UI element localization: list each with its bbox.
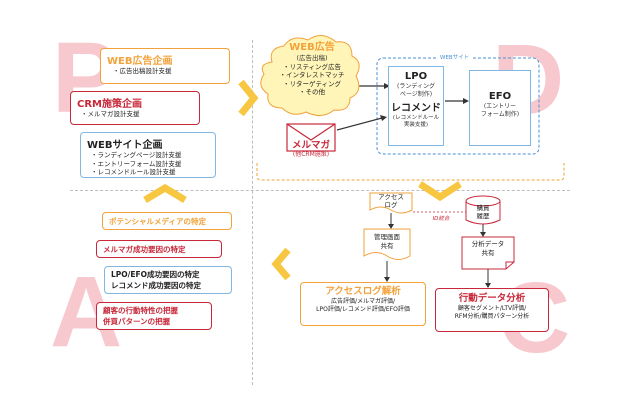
plan-website-item-2: ・エントリーフォーム設計支援 — [91, 159, 182, 168]
behavior-analysis-title: 行動データ分析 — [458, 293, 526, 304]
purchase-history-label: 購買 履歴 — [476, 204, 490, 220]
access-log-label: アクセス ログ — [378, 193, 404, 209]
act-item-4-text: 顧客の行動特性の把握 併買パターンの把握 — [103, 306, 178, 326]
access-analysis-box: アクセスログ解析 広告評価/メルマガ評価/ LPO評価/レコメンド評価/EFO評… — [300, 282, 426, 326]
act-item-1: ポテンシャルメディアの特定 — [102, 212, 232, 230]
behavior-analysis-item-2: RFM分析/購買パターン分析 — [454, 313, 530, 320]
efo-sub: (エントリー フォーム制作) — [480, 103, 520, 118]
web-ad-cloud-item-1: ・リスティング広告 — [282, 62, 342, 71]
plan-crm-item: ・メルマガ設計支援 — [81, 110, 140, 118]
cloud-shape — [260, 35, 360, 116]
purchase-history-cylinder — [465, 195, 501, 225]
web-ad-cloud-item-4: ・その他 — [299, 88, 325, 96]
web-ad-cloud-title: WEB広告 — [289, 42, 335, 53]
orange-dashed-bracket — [256, 163, 565, 181]
horizontal-separator — [70, 190, 570, 191]
id-merge-label: ID統合 — [432, 216, 450, 222]
admin-share-shape — [363, 228, 411, 260]
efo-box: EFO (エントリー フォーム制作) — [469, 70, 531, 146]
plan-website-title: WEBサイト企画 — [87, 140, 163, 151]
lpo-title: LPO — [404, 71, 428, 82]
plan-web-ad-title: WEB広告企画 — [107, 56, 173, 67]
access-analysis-item-2: LPO評価/レコメンド評価/EFO評価 — [316, 306, 410, 313]
behavior-analysis-box: 行動データ分析 顧客セグメント/LTV評価/ RFM分析/購買パターン分析 — [435, 288, 549, 332]
act-item-2-text: メルマガ成功要因の特定 — [103, 245, 186, 254]
access-analysis-item-1: 広告評価/メルマガ評価/ — [330, 298, 396, 305]
plan-website-item-3: ・レコメンドルール設計支援 — [91, 168, 176, 176]
act-item-3: LPO/EFO成功要因の特定 レコメンド成功要因の特定 — [104, 266, 232, 294]
analysis-share-label: 分析データ 共有 — [471, 240, 505, 257]
behavior-analysis-item-1: 顧客セグメント/LTV評価/ — [457, 305, 527, 312]
mail-title: メルマガ — [291, 140, 330, 151]
recommend-sub: (レコメンドルール 実装支援) — [392, 115, 440, 128]
chevron-down-icon — [418, 181, 462, 202]
act-item-2: メルマガ成功要因の特定 — [96, 240, 222, 258]
plan-website-item-1: ・ランディングページ設計支援 — [91, 151, 182, 159]
plan-crm-box: CRM施策企画 ・メルマガ設計支援 — [70, 91, 200, 125]
act-item-1-text: ポテンシャルメディアの特定 — [109, 217, 206, 226]
lpo-recommend-box: LPO (ランディング ページ制作) レコメンド (レコメンドルール 実装支援) — [388, 66, 444, 146]
admin-share-label: 管理画面 共有 — [374, 233, 400, 250]
plan-web-ad-box: WEB広告企画 ・広告出稿設計支援 — [100, 48, 230, 84]
mail-sub: (他CRM施策) — [292, 151, 330, 158]
plan-crm-title: CRM施策企画 — [77, 99, 142, 110]
access-log-shape — [369, 192, 413, 214]
act-item-4: 顧客の行動特性の把握 併買パターンの把握 — [96, 302, 212, 330]
web-ad-cloud-item-3: ・リターゲティング — [282, 79, 342, 88]
chevron-right-icon — [238, 79, 259, 117]
analysis-share-shape — [461, 236, 515, 270]
lpo-sub: (ランディング ページ制作) — [397, 83, 435, 98]
web-ad-cloud-sub: (広告出稿) — [296, 54, 328, 62]
plan-website-box: WEBサイト企画 ・ランディングページ設計支援 ・エントリーフォーム設計支援 ・… — [80, 132, 216, 178]
act-item-3-text: LPO/EFO成功要因の特定 レコメンド成功要因の特定 — [111, 270, 201, 290]
recommend-title: レコメンド — [391, 103, 441, 114]
web-ad-cloud: WEB広告 (広告出稿) ・リスティング広告 ・インタレストマッチ ・リターゲテ… — [268, 42, 356, 97]
chevron-left-icon — [271, 247, 291, 281]
web-ad-cloud-item-2: ・インタレストマッチ — [279, 71, 345, 79]
website-container-label: WEBサイト — [438, 53, 472, 61]
vertical-separator — [252, 40, 253, 385]
access-analysis-title: アクセスログ解析 — [325, 286, 401, 297]
plan-web-ad-item: ・広告出稿設計支援 — [113, 67, 172, 75]
mail-label: メルマガ (他CRM施策) — [282, 140, 340, 160]
mail-icon — [286, 123, 336, 152]
chevron-up-icon — [143, 183, 187, 204]
efo-title: EFO — [488, 91, 512, 102]
